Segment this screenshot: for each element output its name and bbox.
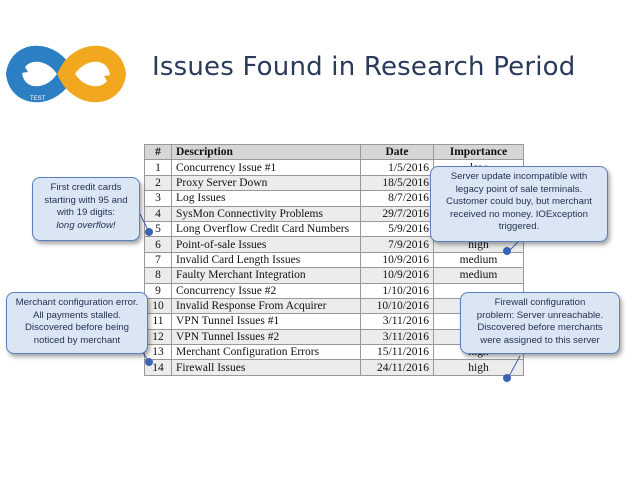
row-description: Proxy Server Down <box>171 174 361 192</box>
row-description: Point-of-sale Issues <box>171 236 361 253</box>
row-date: 29/7/2016 <box>360 205 434 222</box>
callout-line: were assigned to this server <box>480 334 600 346</box>
row-date: 18/5/2016 <box>360 174 434 192</box>
row-date: 3/11/2016 <box>360 328 434 346</box>
header-number: # <box>144 143 172 161</box>
row-description: Concurrency Issue #1 <box>171 159 361 176</box>
callout-line: Customer could buy, but merchant <box>446 196 592 207</box>
callout-line: with 19 digits: <box>56 207 116 218</box>
row-date: 10/10/2016 <box>360 297 434 315</box>
table-header-row: # Description Date Importance <box>144 143 524 161</box>
callout-line: noticed by merchant <box>33 334 121 346</box>
callout-line: Server update incompatible with <box>450 171 588 182</box>
row-description: Invalid Card Length Issues <box>171 251 361 269</box>
callout-line: legacy point of sale terminals. <box>455 183 583 195</box>
row-date: 3/11/2016 <box>360 313 434 330</box>
row-number: 9 <box>144 282 172 299</box>
marker-dot-row-13 <box>145 358 153 366</box>
row-number: 14 <box>144 359 172 376</box>
row-number: 8 <box>144 267 172 284</box>
row-description: VPN Tunnel Issues #2 <box>171 328 361 346</box>
callout-line: starting with 95 and <box>44 194 128 206</box>
row-description: SysMon Connectivity Problems <box>171 205 361 222</box>
row-importance: medium <box>433 251 524 269</box>
callout-line: Firewall configuration <box>494 297 586 308</box>
callout-line: received no money. IOException <box>450 208 588 220</box>
row-description: VPN Tunnel Issues #1 <box>171 313 361 330</box>
row-number: 11 <box>144 313 172 330</box>
row-number: 6 <box>144 236 172 253</box>
row-date: 15/11/2016 <box>360 344 434 361</box>
row-date: 24/11/2016 <box>360 359 434 376</box>
callout-line: Merchant configuration error. <box>15 297 139 308</box>
marker-dot-row-5 <box>145 228 153 236</box>
row-date: 1/10/2016 <box>360 282 434 299</box>
callout-credit-cards: First credit cards starting with 95 and … <box>32 177 140 241</box>
row-description: Faulty Merchant Integration <box>171 267 361 284</box>
header-date: Date <box>360 143 434 161</box>
callout-line: First credit cards <box>50 182 122 193</box>
row-number: 3 <box>144 190 172 207</box>
row-description: Concurrency Issue #2 <box>171 282 361 299</box>
devops-infinity-logo: TEST <box>4 28 128 120</box>
callout-line: All payments stalled. <box>33 309 121 321</box>
row-date: 8/7/2016 <box>360 190 434 207</box>
row-number: 2 <box>144 174 172 192</box>
callout-emphasis: long overflow! <box>56 219 116 231</box>
row-importance: high <box>433 359 524 376</box>
row-number: 12 <box>144 328 172 346</box>
header-description: Description <box>171 143 361 161</box>
callout-line: problem: Server unreachable. <box>476 309 604 321</box>
callout-merchant-config: Merchant configuration error. All paymen… <box>6 292 148 354</box>
row-date: 10/9/2016 <box>360 267 434 284</box>
row-number: 7 <box>144 251 172 269</box>
callout-line: long overflow! <box>39 220 133 233</box>
row-description: Log Issues <box>171 190 361 207</box>
callout-line: Discovered before being <box>25 322 129 333</box>
logo-test-text: TEST <box>30 96 46 102</box>
row-number: 10 <box>144 297 172 315</box>
row-date: 7/9/2016 <box>360 236 434 253</box>
marker-dot-row-6 <box>503 247 511 255</box>
callout-line: Discovered before merchants <box>477 322 603 333</box>
marker-dot-row-14 <box>503 374 511 382</box>
row-importance: medium <box>433 267 524 284</box>
row-description: Firewall Issues <box>171 359 361 376</box>
slide-title: Issues Found in Research Period <box>152 52 576 82</box>
row-date: 1/5/2016 <box>360 159 434 176</box>
callout-firewall: Firewall configuration problem: Server u… <box>460 292 620 354</box>
row-number: 1 <box>144 159 172 176</box>
row-date: 10/9/2016 <box>360 251 434 269</box>
row-description: Long Overflow Credit Card Numbers <box>171 220 361 238</box>
header-importance: Importance <box>433 143 524 161</box>
callout-line: triggered. <box>498 221 540 232</box>
row-description: Merchant Configuration Errors <box>171 344 361 361</box>
callout-server-update: Server update incompatible with legacy p… <box>430 166 608 242</box>
row-date: 5/9/2016 <box>360 220 434 238</box>
row-number: 4 <box>144 205 172 222</box>
row-description: Invalid Response From Acquirer <box>171 297 361 315</box>
